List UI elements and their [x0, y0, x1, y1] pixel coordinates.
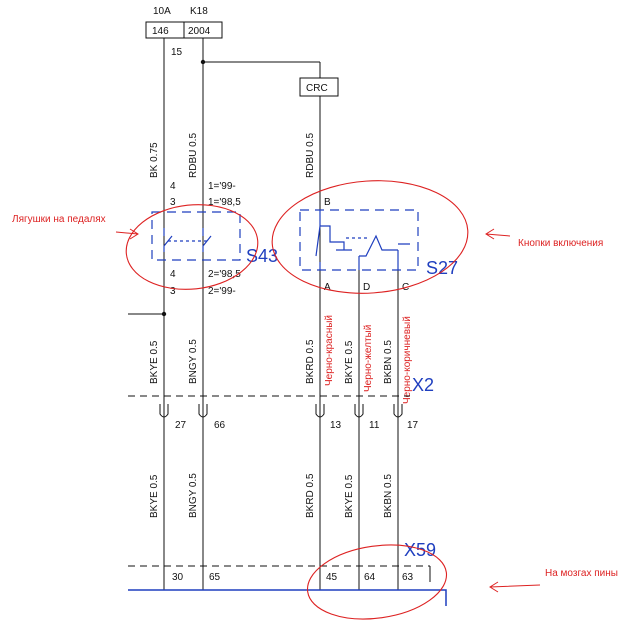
s43-bottom-note-2: 2='99- — [208, 286, 236, 297]
wire-color-note-yellow: Черно-желтый — [363, 325, 374, 392]
x2-pin-symbol-3 — [315, 404, 325, 418]
annotation-pedals: Лягушки на педалях — [12, 214, 106, 225]
fuse-amp-label: 10A — [153, 6, 171, 17]
wire-label-low-2: BNGY 0.5 — [188, 473, 199, 518]
wire-label-mid-1: BKYE 0.5 — [149, 340, 160, 384]
fuse-left-cell: 146 — [152, 26, 169, 37]
fuse-right-cell: 2004 — [188, 26, 211, 37]
x2-pin-11: 11 — [369, 420, 380, 431]
x59-pin-65: 65 — [209, 572, 221, 583]
fuse-id-label: K18 — [190, 6, 208, 17]
wire-label-mid-5: BKBN 0.5 — [383, 340, 394, 384]
x2-pin-13: 13 — [330, 420, 342, 431]
wire-label-rdbu-left: RDBU 0.5 — [188, 133, 199, 178]
x59-pin-30: 30 — [172, 572, 184, 583]
wire-label-low-3: BKRD 0.5 — [305, 473, 316, 518]
s43-top-note-2: 1='98,5 — [208, 197, 241, 208]
x2-pin-symbol-1 — [159, 404, 169, 418]
s27-pin-a: A — [324, 282, 331, 293]
wire-color-note-red: Черно-красный — [324, 315, 335, 386]
wire-label-low-1: BKYE 0.5 — [149, 474, 160, 518]
s43-switch-left — [163, 228, 173, 252]
x59-pin-64: 64 — [364, 572, 376, 583]
annotation-ecu: На мозгах пины — [545, 568, 618, 579]
s43-bottom-pin-1: 4 — [170, 269, 176, 280]
s43-switch-right — [202, 228, 212, 252]
annotation-buttons-arrow — [485, 228, 511, 240]
wire-label-low-5: BKBN 0.5 — [383, 474, 394, 518]
wire-color-note-brown: Черно-коричневый — [402, 316, 413, 404]
fuse-pin-label: 15 — [171, 47, 183, 58]
ecu-annotation-circle — [306, 544, 448, 620]
s27-pin-b: B — [324, 197, 331, 208]
wire-label-low-4: BKYE 0.5 — [344, 474, 355, 518]
s43-annotation-circle — [125, 204, 259, 290]
s43-bottom-pin-2: 3 — [170, 286, 176, 297]
s27-name: S27 — [426, 258, 458, 278]
x2-pin-symbol-4 — [354, 404, 364, 418]
s27-annotation-circle — [271, 180, 469, 294]
wire-label-mid-3: BKRD 0.5 — [305, 339, 316, 384]
crc-label: CRC — [306, 83, 328, 94]
s43-top-pin-1: 4 — [170, 181, 176, 192]
annotation-ecu-arrow — [489, 581, 541, 593]
wire-label-rdbu-right: RDBU 0.5 — [305, 133, 316, 178]
ecu-bus-line — [128, 589, 447, 606]
x2-pin-symbol-2 — [198, 404, 208, 418]
s43-enclosure — [151, 211, 241, 261]
s43-name: S43 — [246, 246, 278, 266]
annotation-pedals-arrow — [115, 228, 139, 240]
x2-pin-symbol-5 — [393, 404, 403, 418]
s27-pin-d: D — [363, 282, 370, 293]
x59-pin-45: 45 — [326, 572, 338, 583]
s43-bottom-note-1: 2='98,5 — [208, 269, 241, 280]
s43-top-note-1: 1='99- — [208, 181, 236, 192]
wire-label-mid-4: BKYE 0.5 — [344, 340, 355, 384]
x2-pin-27: 27 — [175, 420, 187, 431]
annotation-buttons: Кнопки включения — [518, 238, 603, 249]
crc-box — [299, 77, 339, 97]
x2-pin-17: 17 — [407, 420, 419, 431]
x59-name: X59 — [404, 540, 436, 560]
x59-pin-63: 63 — [402, 572, 414, 583]
s27-contact-a — [315, 210, 352, 270]
s27-contact-dc — [358, 234, 410, 270]
x2-pin-66: 66 — [214, 420, 226, 431]
x2-name: X2 — [412, 375, 434, 395]
x2-pin-symbols — [159, 404, 403, 418]
wire-label-mid-2: BNGY 0.5 — [188, 339, 199, 384]
s43-top-pin-2: 3 — [170, 197, 176, 208]
wire-label-bk075: BK 0.75 — [149, 142, 160, 178]
